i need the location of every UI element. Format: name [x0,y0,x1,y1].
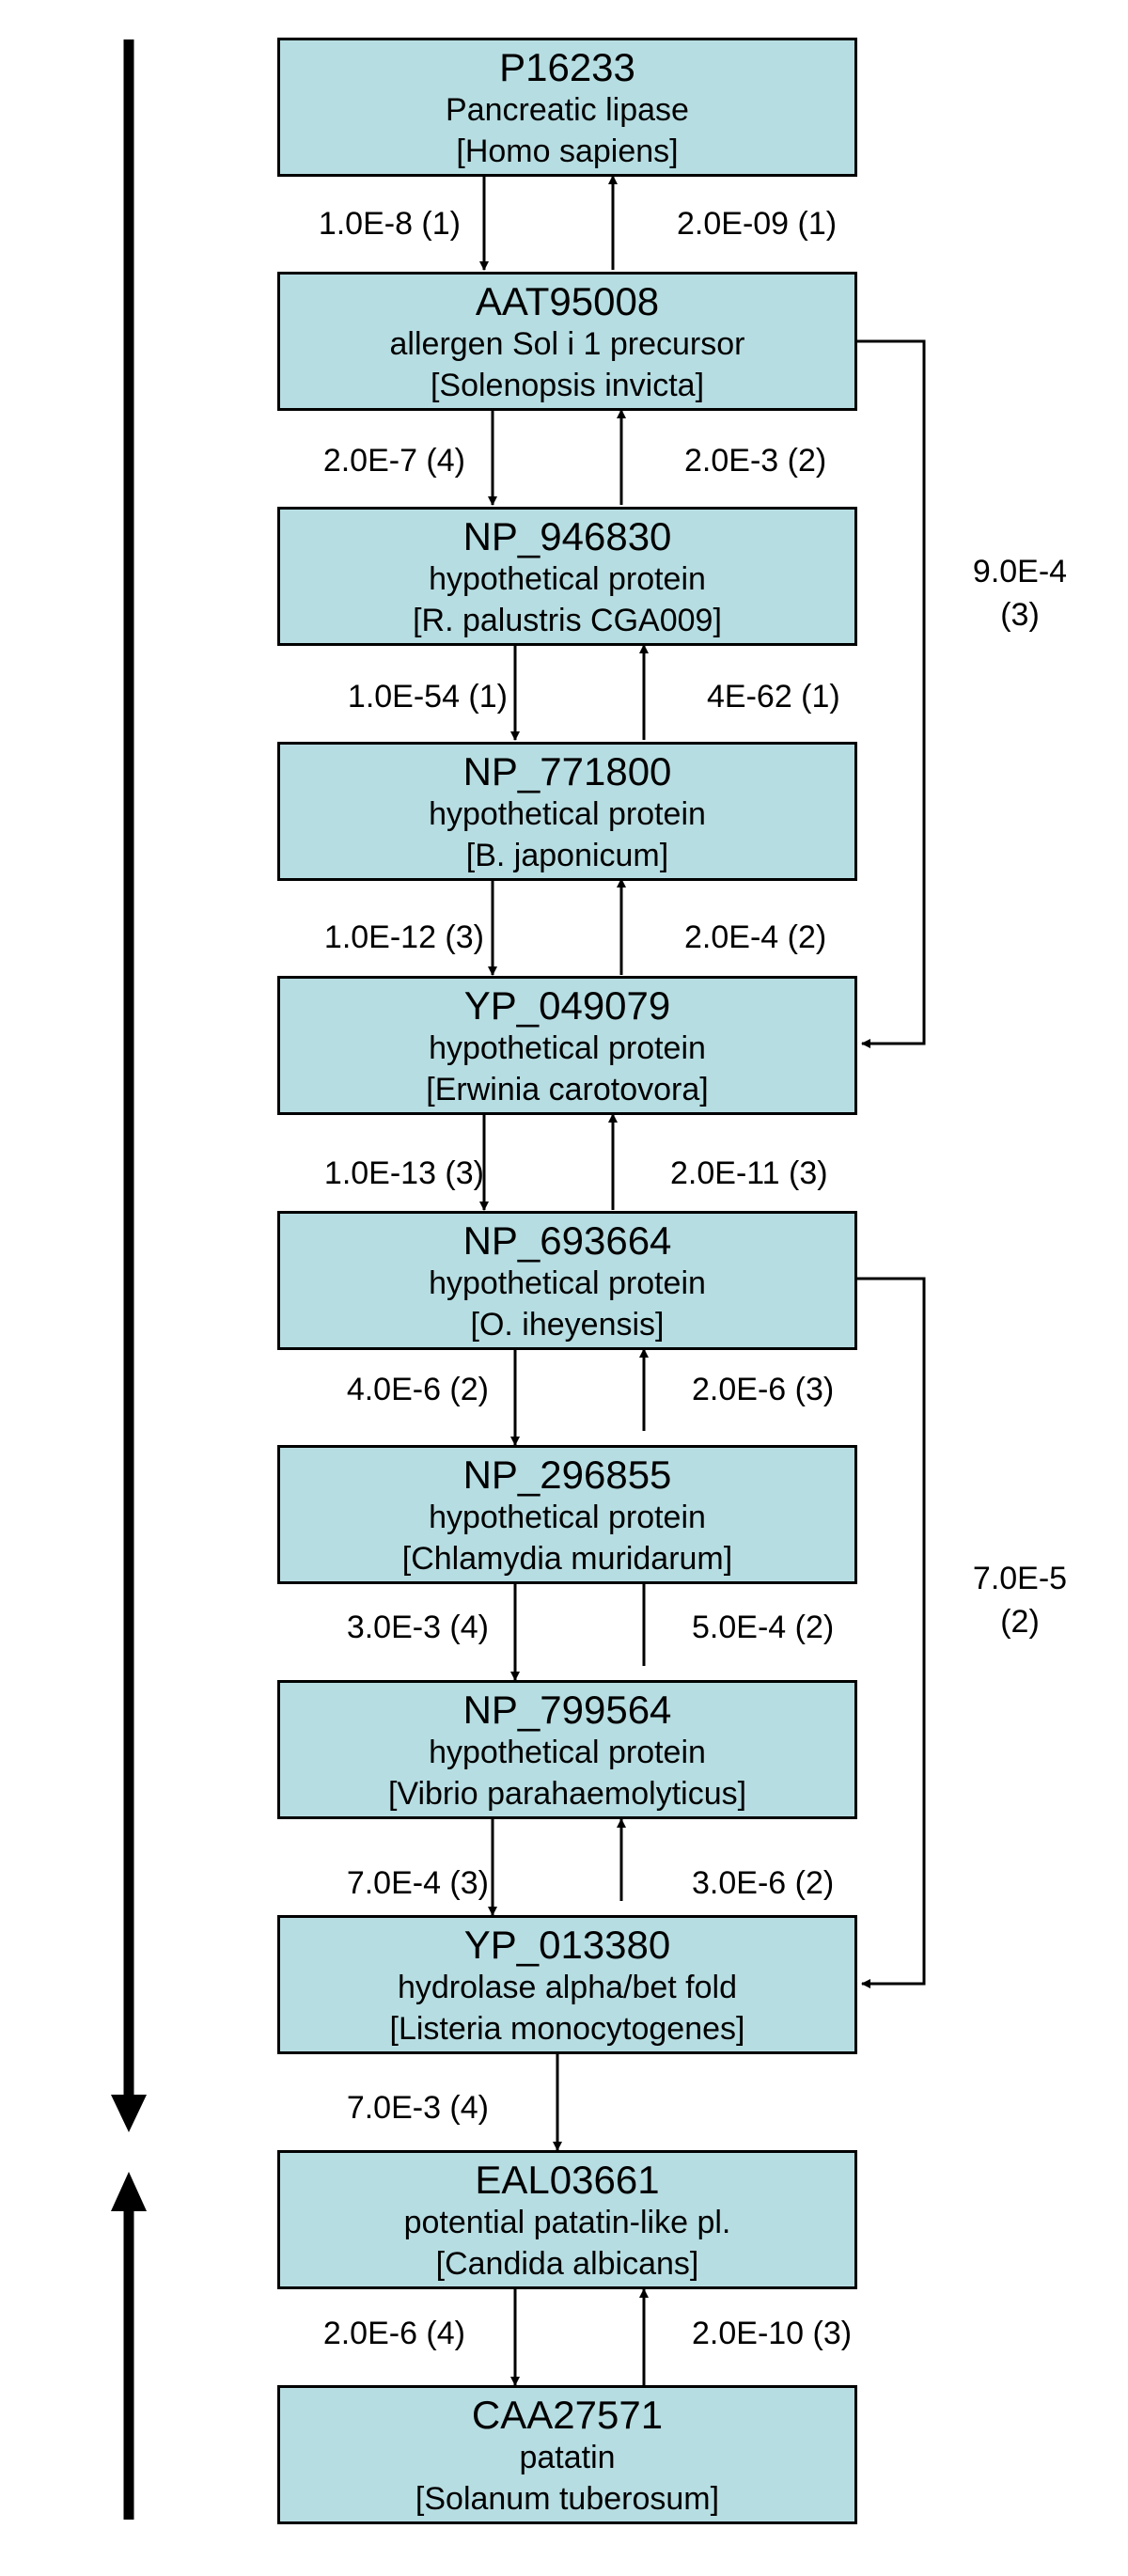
edge-2-arrows [510,644,649,741]
skip-connector-np693664-to-yp013380 [857,1277,926,1988]
node-description: hypothetical protein [429,1500,706,1535]
node-description: patatin [519,2440,616,2475]
node-organism: [B. japonicum] [465,838,669,873]
edge-forward-label: 7.0E-3 (4) [346,2090,489,2126]
edge-forward-label: 1.0E-13 (3) [323,1155,484,1191]
skip-connector-aat95008-to-yp049079 [857,339,926,1048]
node-organism: [Vibrio parahaemolyticus] [387,1776,747,1812]
node-organism: [Erwinia carotovora] [426,1072,709,1107]
node-eal03661: EAL03661 potential patatin-like pl. [Can… [277,2150,857,2289]
edge-reverse-label: 2.0E-3 (2) [684,443,827,479]
edge-6-arrows [510,1569,649,1681]
edge-reverse-label: 2.0E-09 (1) [677,206,838,242]
ascending-direction-arrow [111,2172,147,2520]
edge-forward-label: 7.0E-4 (3) [346,1865,489,1901]
node-description: hypothetical protein [429,1265,706,1301]
edge-forward-label: 3.0E-3 (4) [346,1610,489,1645]
edge-forward-label: 4.0E-6 (2) [346,1372,489,1407]
node-description: potential patatin-like pl. [403,2205,731,2240]
edge-7-arrows [488,1818,626,1916]
node-description: hydrolase alpha/bet fold [397,1970,738,2005]
node-np296855: NP_296855 hypothetical protein [Chlamydi… [277,1445,857,1584]
edge-forward-label: 1.0E-12 (3) [323,919,484,955]
edge-reverse-label: 2.0E-6 (3) [692,1372,835,1407]
node-yp049079: YP_049079 hypothetical protein [Erwinia … [277,976,857,1115]
node-accession: CAA27571 [471,2393,664,2437]
node-accession: P16233 [499,45,635,89]
node-accession: AAT95008 [475,279,660,323]
edge-forward-label: 2.0E-7 (4) [322,443,465,479]
node-description: allergen Sol i 1 precursor [389,326,745,362]
edge-reverse-label: 3.0E-6 (2) [692,1865,835,1901]
node-organism: [Solanum tuberosum] [415,2481,720,2517]
node-description: hypothetical protein [429,1030,706,1066]
descending-direction-arrow [111,39,147,2132]
node-organism: [Candida albicans] [435,2246,699,2282]
node-accession: EAL03661 [475,2158,660,2202]
skip-edge-label: 7.0E-5 (2) [949,1560,1090,1641]
skip-edge-label: 9.0E-4 (3) [949,553,1090,634]
node-accession: YP_049079 [463,983,671,1028]
edge-forward-label: 1.0E-54 (1) [347,679,508,715]
node-description: hypothetical protein [429,1735,706,1770]
node-accession: NP_296855 [462,1453,672,1497]
edge-1-arrows [488,409,626,506]
node-organism: [Solenopsis invicta] [430,368,705,403]
edge-reverse-label: 2.0E-11 (3) [670,1155,828,1191]
node-organism: [Homo sapiens] [456,134,679,169]
edge-3-arrows [488,878,626,976]
edge-4-arrows [479,1113,618,1211]
edge-reverse-label: 4E-62 (1) [707,679,840,715]
node-accession: NP_799564 [462,1688,672,1732]
edge-reverse-label: 2.0E-10 (3) [692,2316,853,2351]
node-organism: [O. iheyensis] [470,1307,665,1343]
node-description: hypothetical protein [429,561,706,597]
skip-edge-count: (3) [1000,597,1040,633]
edge-forward-label: 1.0E-8 (1) [318,206,461,242]
node-yp013380: YP_013380 hydrolase alpha/bet fold [List… [277,1915,857,2054]
node-np799564: NP_799564 hypothetical protein [Vibrio p… [277,1680,857,1819]
skip-edge-count: (2) [1000,1604,1040,1640]
node-description: hypothetical protein [429,796,706,832]
skip-edge-evalue: 7.0E-5 [972,1561,1068,1596]
node-p16233: P16233 Pancreatic lipase [Homo sapiens] [277,38,857,177]
edge-9-arrows [510,2288,649,2386]
node-aat95008: AAT95008 allergen Sol i 1 precursor [Sol… [277,272,857,411]
node-organism: [R. palustris CGA009] [413,603,722,638]
edge-reverse-label: 2.0E-4 (2) [684,919,827,955]
node-accession: YP_013380 [463,1923,671,1967]
node-caa27571: CAA27571 patatin [Solanum tuberosum] [277,2385,857,2524]
edge-forward-label: 2.0E-6 (4) [322,2316,465,2351]
node-accession: NP_771800 [462,749,672,793]
node-np771800: NP_771800 hypothetical protein [B. japon… [277,742,857,881]
node-np946830: NP_946830 hypothetical protein [R. palus… [277,507,857,646]
node-np693664: NP_693664 hypothetical protein [O. iheye… [277,1211,857,1350]
edge-0-arrows [479,175,618,271]
node-organism: [Listeria monocytogenes] [389,2011,745,2047]
node-organism: [Chlamydia muridarum] [401,1541,733,1577]
node-accession: NP_693664 [462,1218,672,1263]
edge-reverse-label: 5.0E-4 (2) [692,1610,835,1645]
node-description: Pancreatic lipase [446,92,689,128]
edge-5-arrows [510,1348,649,1446]
node-accession: NP_946830 [462,514,672,558]
skip-edge-evalue: 9.0E-4 [972,554,1068,589]
